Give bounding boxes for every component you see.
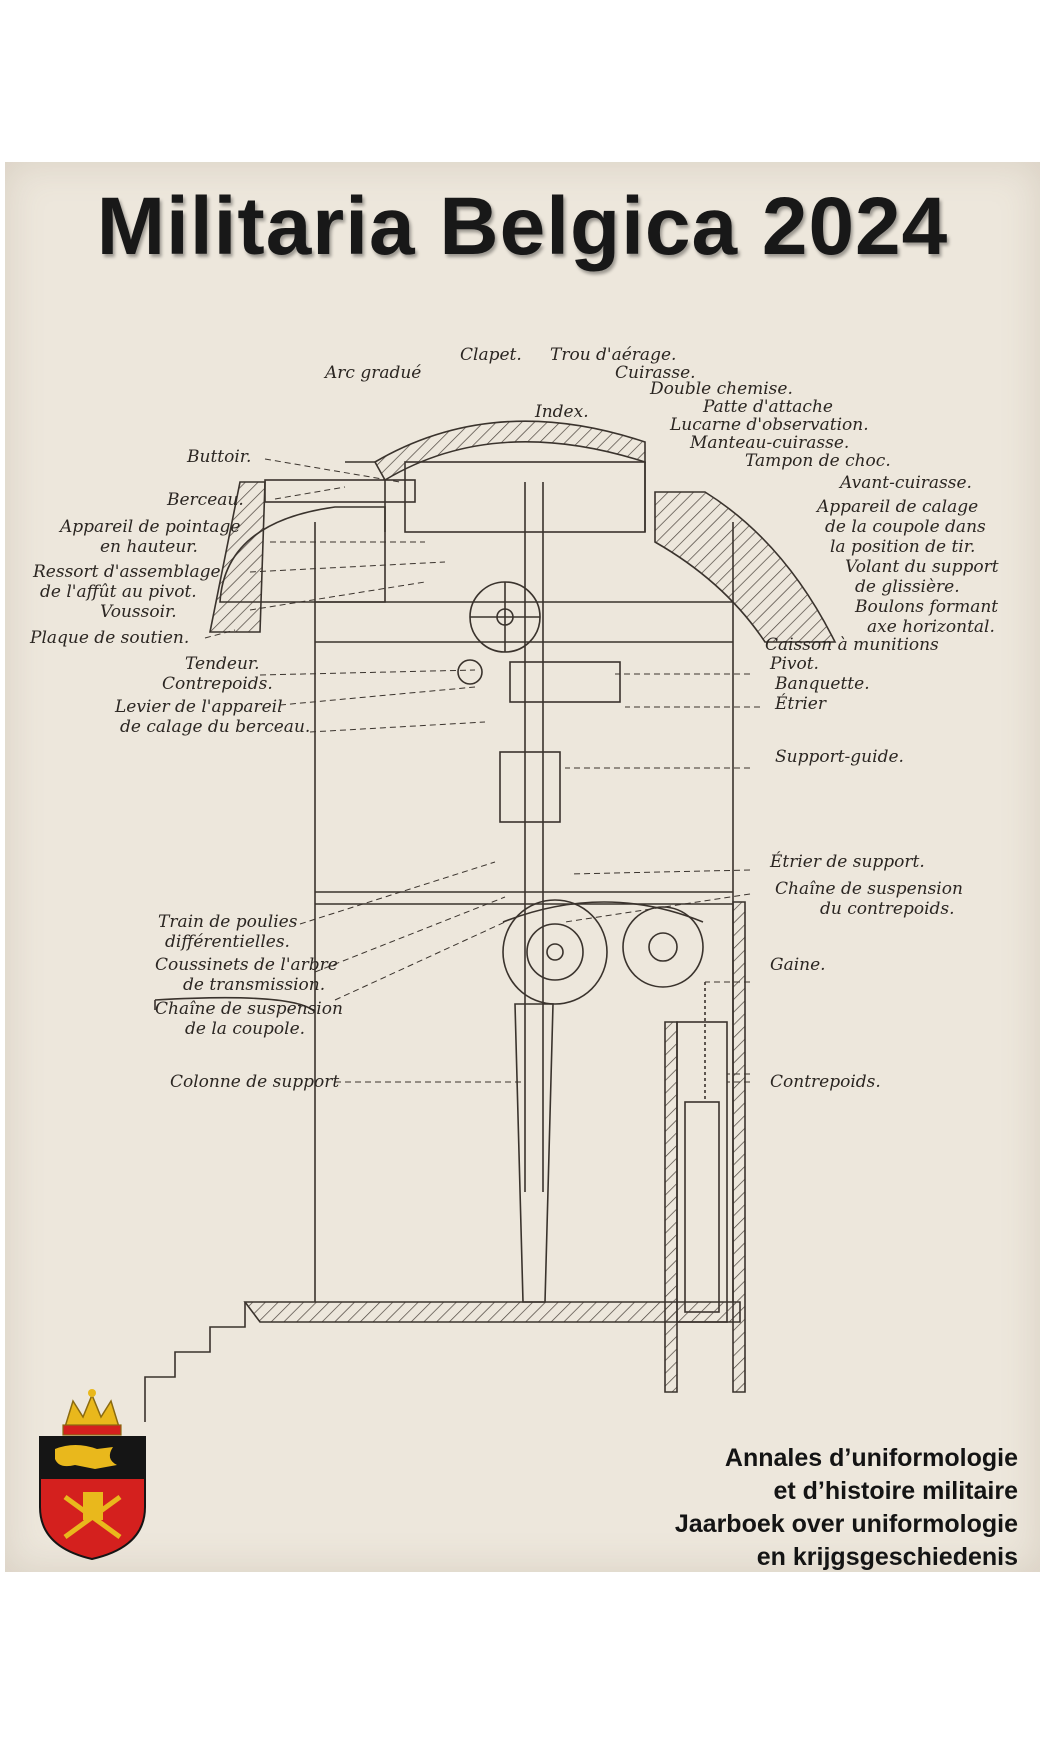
- label-coussinets-2: de transmission.: [183, 975, 325, 995]
- label-chaine-contrepoids-1: Chaîne de suspension: [775, 879, 963, 899]
- cover-subtitle: Annales d’uniformologie et d’histoire mi…: [675, 1442, 1018, 1572]
- label-plaque: Plaque de soutien.: [29, 628, 189, 648]
- crown-icon: [62, 1389, 122, 1436]
- label-ressort-1: Ressort d'assemblage: [32, 562, 221, 582]
- label-pointage-1: Appareil de pointage: [58, 517, 240, 537]
- cupola-technical-drawing: Clapet. Trou d'aérage. Arc gradué Cuiras…: [29, 345, 999, 1422]
- label-clapet: Clapet.: [460, 345, 522, 365]
- cover-title: Militaria Belgica 2024: [96, 181, 949, 272]
- subtitle-line: et d’histoire militaire: [773, 1477, 1018, 1505]
- label-train-2: différentielles.: [165, 932, 290, 952]
- label-banquette: Banquette.: [774, 674, 870, 694]
- subtitle-line: Annales d’uniformologie: [724, 1444, 1018, 1472]
- label-levier-2: de calage du berceau.: [120, 717, 310, 737]
- label-ressort-2: de l'affût au pivot.: [40, 582, 197, 602]
- label-voussoir: Voussoir.: [100, 602, 177, 622]
- label-appareil-calage-3: la position de tir.: [830, 537, 975, 557]
- coat-of-arms-logo: [39, 1389, 146, 1561]
- subtitle-line: Jaarboek over uniformologie: [674, 1510, 1018, 1538]
- label-tendeur: Tendeur.: [185, 654, 260, 674]
- label-gaine: Gaine.: [770, 955, 826, 975]
- label-coussinets-1: Coussinets de l'arbre: [155, 955, 338, 975]
- subtitle-line: en krijgsgeschiedenis: [756, 1543, 1018, 1571]
- label-appareil-calage-1: Appareil de calage: [815, 497, 978, 517]
- drawing-labels: Clapet. Trou d'aérage. Arc gradué Cuiras…: [29, 345, 999, 1092]
- label-double-chemise: Double chemise.: [649, 379, 793, 399]
- label-berceau: Berceau.: [166, 490, 244, 510]
- label-avant-cuirasse: Avant-cuirasse.: [838, 473, 972, 493]
- label-boulons-1: Boulons formant: [854, 597, 998, 617]
- label-caisson: Caisson à munitions: [765, 635, 939, 655]
- label-pointage-2: en hauteur.: [100, 537, 198, 557]
- label-volant-1: Volant du support: [845, 557, 999, 577]
- label-colonne: Colonne de support: [170, 1072, 339, 1092]
- label-support-guide: Support-guide.: [775, 747, 904, 767]
- label-chaine-coupole-1: Chaîne de suspension: [155, 999, 343, 1019]
- label-trou-aerage: Trou d'aérage.: [550, 345, 676, 365]
- label-pivot: Pivot.: [769, 654, 819, 674]
- label-contrepoids-left: Contrepoids.: [162, 674, 273, 694]
- label-chaine-coupole-2: de la coupole.: [185, 1019, 305, 1039]
- label-patte-attache: Patte d'attache: [702, 397, 833, 417]
- label-lucarne: Lucarne d'observation.: [669, 415, 869, 435]
- label-appareil-calage-2: de la coupole dans: [825, 517, 986, 537]
- label-tampon: Tampon de choc.: [745, 451, 891, 471]
- label-boulons-2: axe horizontal.: [867, 617, 995, 637]
- label-manteau: Manteau-cuirasse.: [689, 433, 849, 453]
- label-arc-gradue: Arc gradué: [323, 363, 421, 383]
- label-cuirasse: Cuirasse.: [615, 363, 696, 383]
- label-index: Index.: [534, 402, 589, 422]
- label-levier-1: Levier de l'appareil: [114, 697, 283, 717]
- label-volant-2: de glissière.: [855, 577, 960, 597]
- label-etrier-support: Étrier de support.: [769, 851, 925, 872]
- label-chaine-contrepoids-2: du contrepoids.: [820, 899, 955, 919]
- label-etrier: Étrier: [774, 693, 827, 714]
- label-train-1: Train de poulies: [158, 912, 298, 932]
- book-cover: Clapet. Trou d'aérage. Arc gradué Cuiras…: [5, 162, 1040, 1572]
- label-butoir: Buttoir.: [186, 447, 251, 467]
- label-contrepoids-right: Contrepoids.: [770, 1072, 881, 1092]
